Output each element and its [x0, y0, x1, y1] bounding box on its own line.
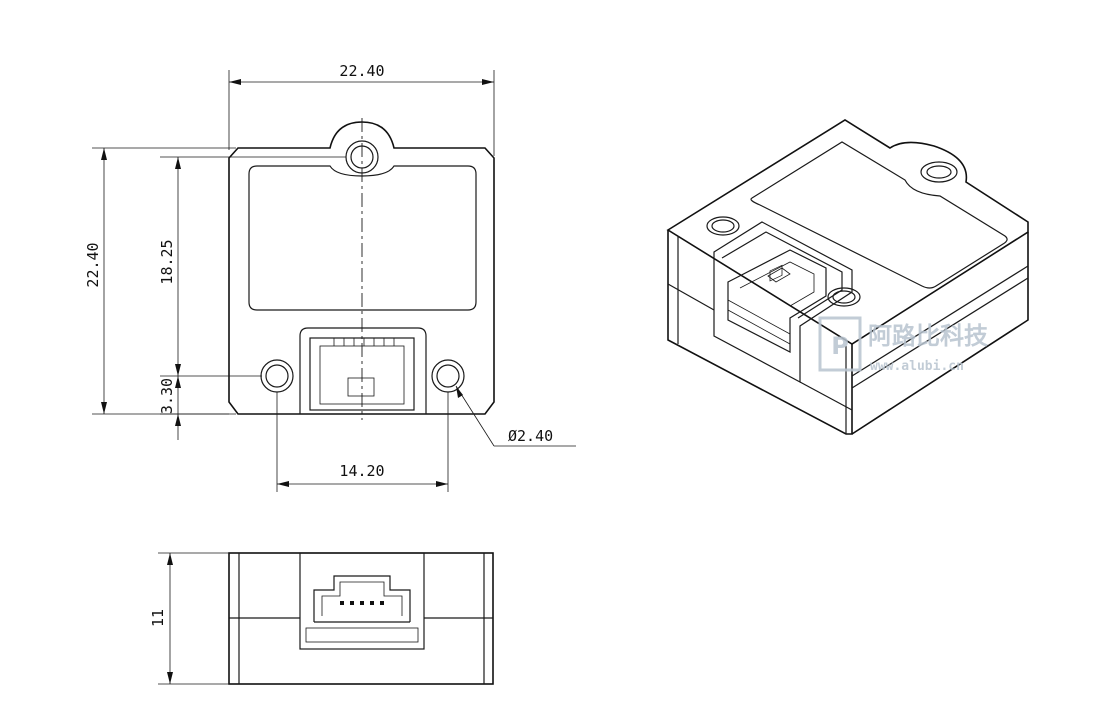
iso-left-face	[667, 230, 853, 435]
iso-label-recess	[750, 141, 1008, 289]
connector-latch	[347, 377, 375, 397]
watermark: P 阿路比科技 www.alubi.cn	[818, 316, 989, 374]
dimension-inner-height: 18.25	[158, 156, 346, 376]
front-view	[228, 118, 495, 420]
dimension-thickness: 11	[149, 552, 229, 685]
iso-connector-body	[727, 249, 827, 353]
overall-height-label: 22.40	[84, 242, 102, 287]
front-view-outline	[228, 121, 495, 415]
watermark-url: www.alubi.cn	[870, 359, 964, 374]
label-recess	[248, 165, 477, 311]
isometric-view	[666, 119, 1029, 435]
dimension-hole-offset: 3.30	[158, 375, 262, 440]
left-mounting-hole-inner	[265, 364, 289, 388]
connector-pins	[333, 338, 395, 346]
iso-right-face	[851, 232, 1029, 435]
connector-housing	[309, 337, 415, 411]
hole-diameter-label: Ø2.40	[508, 427, 553, 445]
watermark-logo	[818, 316, 862, 372]
iso-top-face	[666, 119, 1029, 345]
hole-spacing-label: 14.20	[339, 462, 384, 480]
side-connector-pins	[340, 601, 384, 605]
hole-offset-label: 3.30	[158, 378, 176, 414]
dimension-hole-diameter: Ø2.40	[455, 385, 576, 447]
dimension-overall-width: 22.40	[228, 62, 495, 156]
right-mounting-hole-inner	[436, 364, 460, 388]
thickness-label: 11	[149, 609, 167, 627]
iso-connector-opening	[713, 221, 853, 384]
side-connector-body	[299, 552, 425, 650]
connector-cutout	[299, 327, 427, 414]
side-view	[228, 552, 494, 685]
connector-inner	[319, 345, 405, 405]
dimension-hole-spacing: 14.20	[276, 392, 449, 492]
inner-height-label: 18.25	[158, 239, 176, 284]
watermark-logo-glyph: P	[831, 332, 849, 360]
overall-width-label: 22.40	[339, 62, 384, 80]
watermark-name: 阿路比科技	[868, 322, 989, 350]
